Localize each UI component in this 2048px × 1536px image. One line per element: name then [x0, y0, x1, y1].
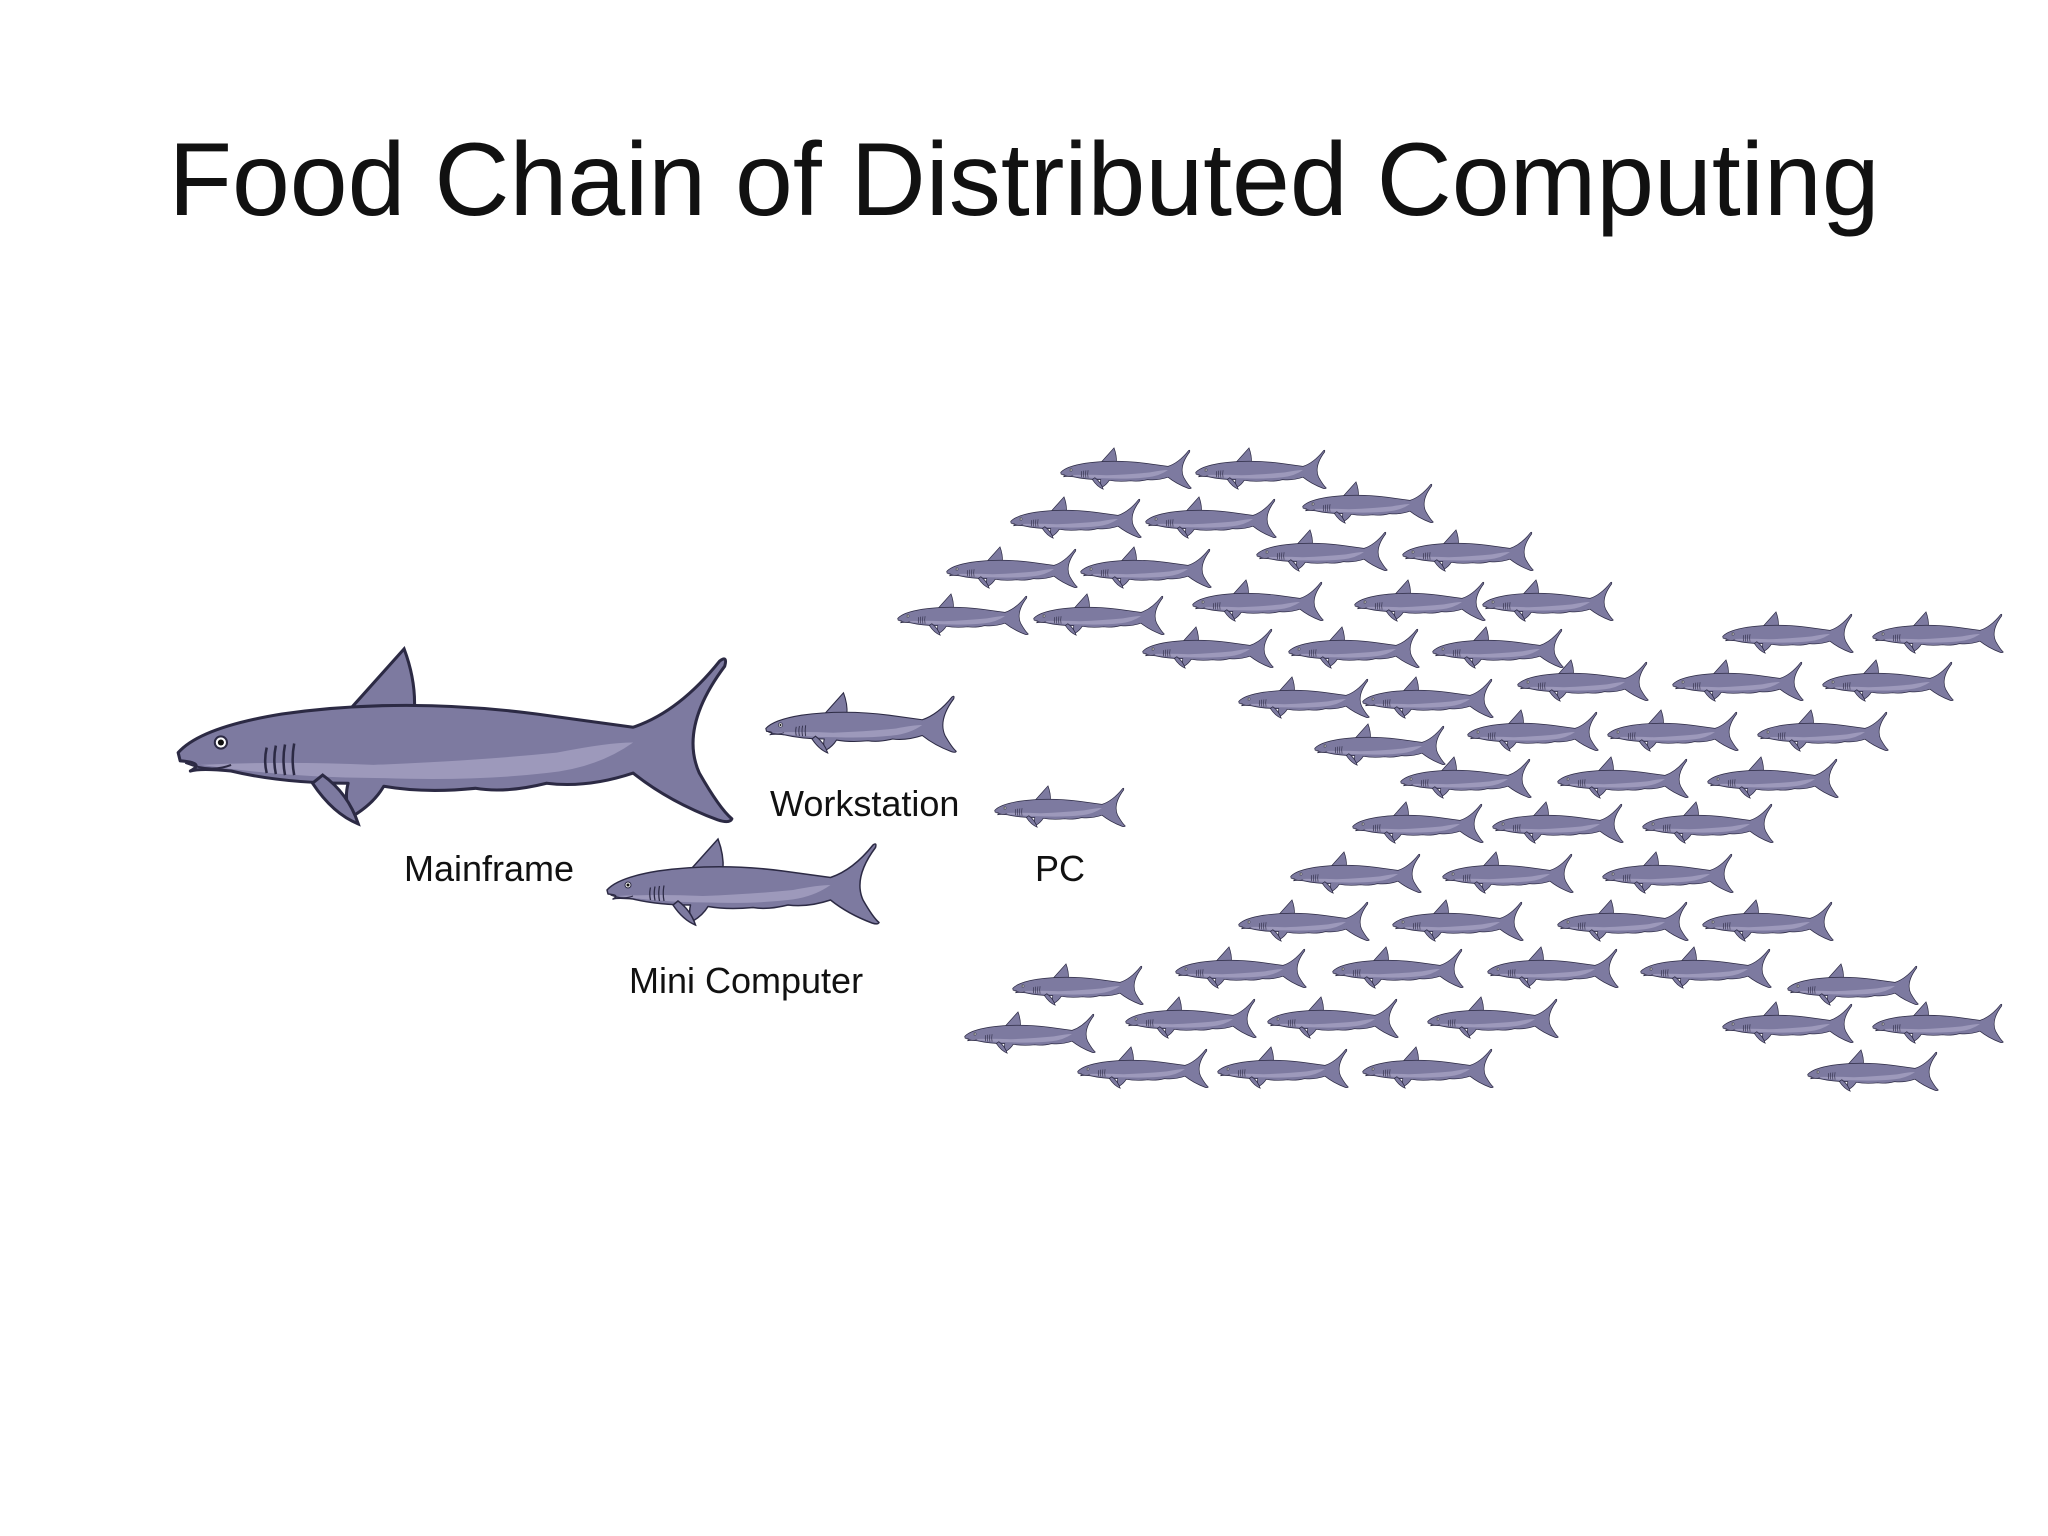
pc-school-shark-icon: [1362, 1046, 1494, 1089]
pc-school-shark-icon: [1872, 1001, 2004, 1044]
pc-school-shark-icon: [1722, 1001, 1854, 1044]
pc-school-shark-icon: [1807, 1049, 1939, 1092]
pc-school-shark-icon: [1642, 801, 1774, 844]
pc-school-shark-icon: [1722, 611, 1854, 654]
pc-school-shark-icon: [1175, 946, 1307, 989]
pc-school-shark-icon: [1256, 529, 1388, 572]
pc-school-shark-icon: [1707, 756, 1839, 799]
pc-school-shark-icon: [1288, 626, 1420, 669]
pc-school-shark-icon: [1352, 801, 1484, 844]
pc-school-shark-icon: [1314, 723, 1446, 766]
pc-school-shark-icon: [1400, 756, 1532, 799]
pc-school-shark-icon: [1195, 447, 1327, 490]
pc-school-shark-icon: [1145, 496, 1277, 539]
slide-title: Food Chain of Distributed Computing: [168, 122, 1880, 238]
pc-shark-icon: [994, 785, 1126, 828]
pc-school-shark-icon: [1012, 963, 1144, 1006]
pc-school-shark-icon: [1238, 676, 1370, 719]
pc-school-shark-icon: [1602, 851, 1734, 894]
pc-school-shark-icon: [1080, 546, 1212, 589]
pc-school-shark-icon: [1354, 579, 1486, 622]
pc-school-shark-icon: [1192, 579, 1324, 622]
pc-school-shark-icon: [1787, 963, 1919, 1006]
pc-school-shark-icon: [1267, 996, 1399, 1039]
pc-school-shark-icon: [1442, 851, 1574, 894]
pc-school-shark-icon: [1557, 899, 1689, 942]
workstation-shark-icon: [765, 692, 957, 754]
mini-computer-shark-icon: [606, 838, 880, 926]
pc-school-shark-icon: [1033, 593, 1165, 636]
pc-school-shark-icon: [1362, 676, 1494, 719]
pc-school-shark-icon: [1290, 851, 1422, 894]
pc-school-shark-icon: [1060, 447, 1192, 490]
pc-school-shark-icon: [1010, 496, 1142, 539]
pc-school-shark-icon: [1217, 1046, 1349, 1089]
pc-school-shark-icon: [1757, 709, 1889, 752]
pc-school-shark-icon: [1332, 946, 1464, 989]
pc-school-shark-icon: [1557, 756, 1689, 799]
pc-school-shark-icon: [1607, 709, 1739, 752]
pc-school-shark-icon: [1487, 946, 1619, 989]
pc-school-shark-icon: [1822, 659, 1954, 702]
mainframe-shark-icon: [176, 647, 734, 826]
mini-computer-label: Mini Computer: [629, 960, 864, 1001]
pc-school-shark-icon: [1392, 899, 1524, 942]
pc-school-shark-icon: [1482, 579, 1614, 622]
pc-school-shark-icon: [1640, 946, 1772, 989]
mainframe-label: Mainframe: [404, 848, 575, 889]
pc-school-shark-icon: [964, 1011, 1096, 1054]
pc-school-shark-icon: [1672, 659, 1804, 702]
pc-school-shark-icon: [1517, 659, 1649, 702]
pc-label: PC: [1035, 848, 1086, 889]
workstation-label: Workstation: [770, 783, 960, 824]
pc-school-shark-icon: [897, 593, 1029, 636]
pc-school-shark-icon: [946, 546, 1078, 589]
pc-school-shark-icon: [1402, 529, 1534, 572]
pc-school-shark-icon: [1872, 611, 2004, 654]
pc-school-shark-icon: [1238, 899, 1370, 942]
pc-school-shark-icon: [1427, 996, 1559, 1039]
pc-school-shark-icon: [1492, 801, 1624, 844]
pc-school-shark-icon: [1077, 1046, 1209, 1089]
pc-shark-school: [897, 447, 2004, 1092]
pc-school-shark-icon: [1702, 899, 1834, 942]
pc-school-shark-icon: [1432, 626, 1564, 669]
pc-school-shark-icon: [1125, 996, 1257, 1039]
